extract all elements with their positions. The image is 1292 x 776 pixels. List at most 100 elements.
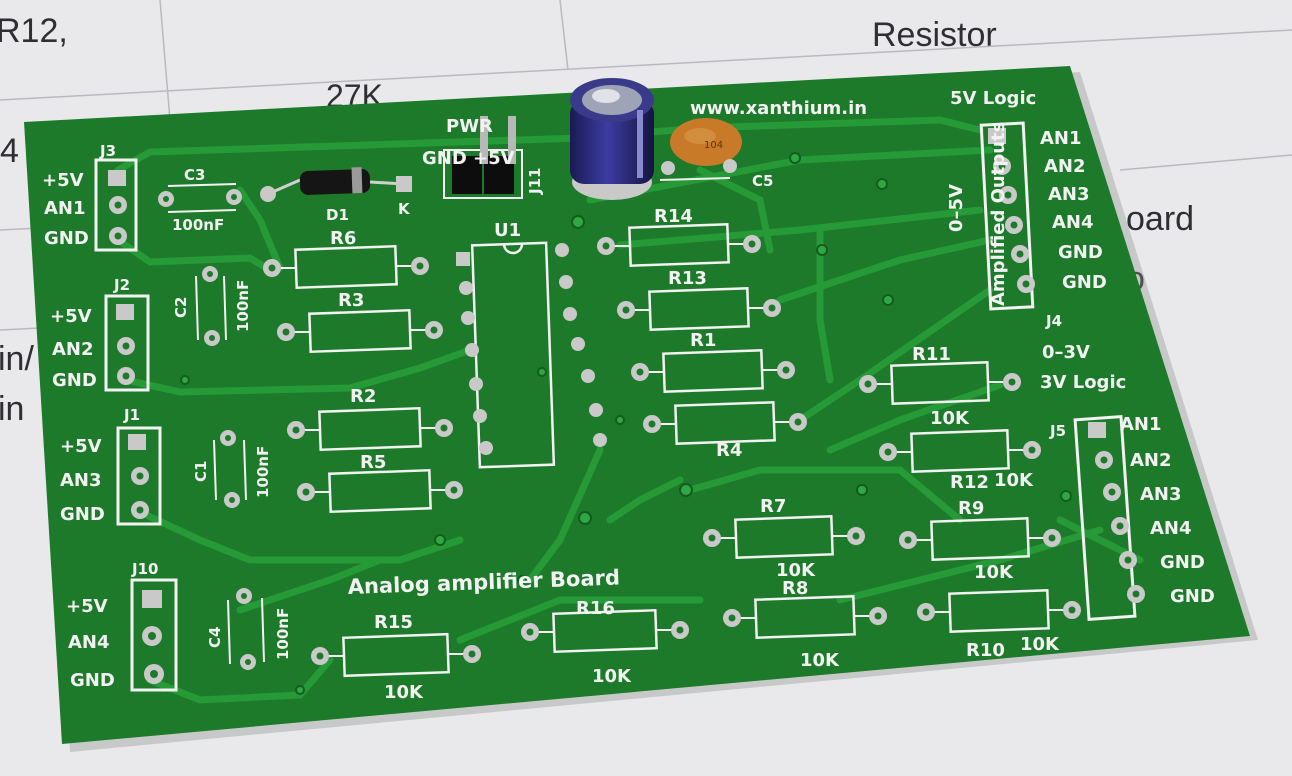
resistor-r8-ref: R8 (782, 578, 808, 599)
resistor-r14: R14 (597, 206, 761, 267)
resistor-r13: R13 (617, 268, 781, 331)
electrolytic-capacitor (570, 78, 654, 200)
j5-pin-3: AN3 (1140, 484, 1182, 505)
j11-ref: J11 (526, 168, 544, 195)
j2-pin-2: AN2 (52, 339, 94, 360)
power-header-j11: PWR GND +5V J11 (422, 116, 544, 199)
c3-ref: C3 (184, 166, 205, 184)
c3-value: 100nF (172, 216, 224, 234)
paper-text-in-slash: in/ (0, 340, 34, 378)
resistor-r4: R4 (643, 401, 807, 461)
resistor-r15-value: 10K (384, 682, 424, 703)
j5-pin-5: GND (1160, 552, 1205, 573)
resistor-r11-ref: R11 (912, 344, 951, 365)
resistor-r10-value: 10K (1020, 634, 1060, 655)
j5-ref: J5 (1049, 422, 1066, 440)
j5-pin-4: AN4 (1150, 518, 1192, 539)
output-5v-description: Amplified Outputs (988, 122, 1009, 306)
paper-text-r12: R12, (0, 12, 68, 50)
resistor-r10-ref: R10 (966, 640, 1005, 661)
j1-pin-1: +5V (60, 436, 102, 457)
resistor-r1-ref: R1 (690, 330, 716, 351)
j10-ref: J10 (131, 560, 158, 578)
resistor-r6-ref: R6 (330, 228, 356, 249)
connector-j3: J3 +5V AN1 GND (42, 142, 138, 252)
resistor-r16: R16 10K (521, 598, 689, 687)
resistor-r6: R6 (263, 228, 429, 290)
c4-value: 100nF (274, 608, 292, 660)
j2-ref: J2 (113, 276, 130, 294)
power-pins: GND +5V (422, 148, 515, 169)
j4-pin-2: AN2 (1044, 156, 1086, 177)
vias (180, 152, 1072, 695)
resistor-r11-value: 10K (930, 408, 970, 429)
j1-pin-2: AN3 (60, 470, 102, 491)
connector-j2: J2 +5V AN2 GND (50, 276, 150, 392)
resistor-r5: R5 (297, 452, 463, 514)
j5-pin-6: GND (1170, 586, 1215, 607)
output-5v-range: 0–5V (946, 184, 967, 232)
resistor-r11: R11 10K (859, 344, 1021, 429)
paper-text-4: 4 (0, 132, 19, 170)
c2-ref: C2 (172, 297, 190, 318)
j3-ref: J3 (99, 142, 116, 160)
board-url: www.xanthium.in (690, 98, 867, 119)
j2-pin-1: +5V (50, 306, 92, 327)
resistor-r1: R1 (631, 330, 795, 393)
connector-j1: J1 +5V AN3 GND (60, 406, 162, 526)
output-3v-heading-1: 0–3V (1042, 342, 1090, 363)
c1-ref: C1 (192, 461, 210, 482)
resistor-r16-value: 10K (592, 666, 632, 687)
capacitor-c3: C3 100nF (158, 166, 242, 234)
copper-traces (114, 116, 1144, 704)
resistor-r2: R2 (287, 386, 453, 452)
j10-pin-2: AN4 (68, 632, 110, 653)
j5-pin-1: AN1 (1120, 414, 1162, 435)
resistor-r5-ref: R5 (360, 452, 386, 473)
resistor-r3-ref: R3 (338, 290, 364, 311)
resistor-r14-ref: R14 (654, 206, 693, 227)
j10-pin-3: GND (70, 670, 115, 691)
j3-pin-1: +5V (42, 170, 84, 191)
capacitor-c1: C1 100nF (192, 430, 272, 508)
resistor-r7-value: 10K (776, 560, 816, 581)
resistor-r7-ref: R7 (760, 496, 786, 517)
resistor-r4-ref: R4 (716, 440, 742, 461)
paper-grid-lines (0, 0, 1292, 331)
resistor-r15: R15 10K (311, 612, 481, 703)
j4-pin-4: AN4 (1052, 212, 1094, 233)
output-5v-heading: 5V Logic (950, 88, 1036, 109)
resistor-r2-ref: R2 (350, 386, 376, 407)
d1-cathode: K (398, 200, 411, 218)
connector-j10: J10 +5V AN4 GND (66, 560, 178, 692)
j10-pin-1: +5V (66, 596, 108, 617)
j1-ref: J1 (123, 406, 140, 424)
c2-value: 100nF (234, 280, 252, 332)
connector-j4: J4 AN1 AN2 AN3 AN4 GND GND 0–5V Amplifie… (946, 121, 1107, 330)
capacitor-c5: C5 104 (659, 118, 773, 190)
j1-pin-3: GND (60, 504, 105, 525)
diode-d1: D1 K (260, 167, 412, 224)
j4-pin-6: GND (1062, 272, 1107, 293)
resistor-r15-ref: R15 (374, 612, 413, 633)
resistor-r10: R10 10K (917, 589, 1081, 661)
c5-ref: C5 (752, 172, 773, 190)
capacitor-c4: C4 100nF (206, 588, 292, 670)
power-label: PWR (446, 116, 493, 137)
j2-pin-3: GND (52, 370, 97, 391)
j4-ref: J4 (1045, 312, 1062, 330)
output-3v-heading-2: 3V Logic (1040, 372, 1126, 393)
capacitor-c2: C2 100nF (172, 266, 252, 346)
resistor-r9-ref: R9 (958, 498, 984, 519)
connector-j5: J5 AN1 AN2 AN3 AN4 GND GND (1049, 414, 1215, 621)
j3-pin-3: GND (44, 228, 89, 249)
c5-value: 104 (704, 140, 723, 151)
resistor-r16-ref: R16 (576, 598, 615, 619)
j3-pin-2: AN1 (44, 198, 86, 219)
